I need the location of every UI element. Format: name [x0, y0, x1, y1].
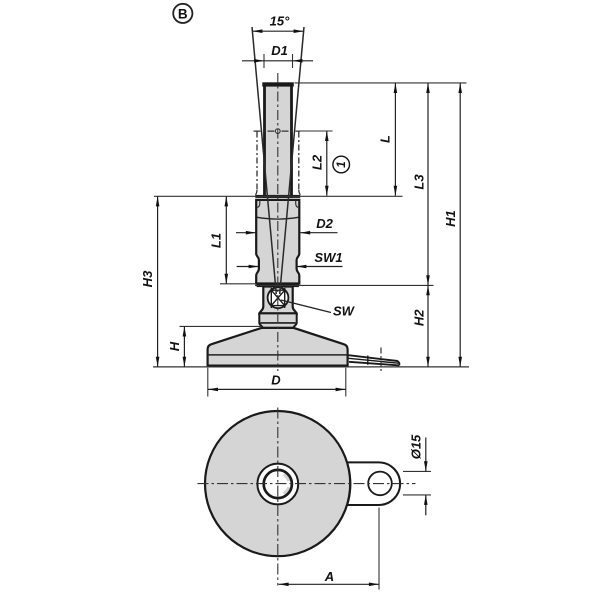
svg-text:L2: L2 — [310, 154, 325, 170]
svg-text:H3: H3 — [140, 270, 155, 287]
svg-text:D2: D2 — [316, 216, 333, 231]
svg-text:H: H — [167, 341, 182, 351]
svg-text:SW: SW — [333, 304, 356, 319]
svg-text:A: A — [324, 569, 334, 584]
svg-text:D: D — [271, 373, 281, 388]
svg-text:1: 1 — [336, 161, 348, 167]
svg-text:15°: 15° — [270, 14, 290, 29]
svg-text:L: L — [378, 135, 393, 143]
svg-text:B: B — [178, 6, 188, 21]
svg-text:SW1: SW1 — [314, 250, 342, 265]
svg-text:L1: L1 — [209, 233, 224, 248]
svg-text:L3: L3 — [411, 174, 426, 190]
svg-text:H2: H2 — [411, 309, 426, 326]
svg-text:Ø15: Ø15 — [409, 434, 424, 459]
svg-text:H1: H1 — [443, 210, 458, 227]
svg-text:D1: D1 — [271, 43, 288, 58]
